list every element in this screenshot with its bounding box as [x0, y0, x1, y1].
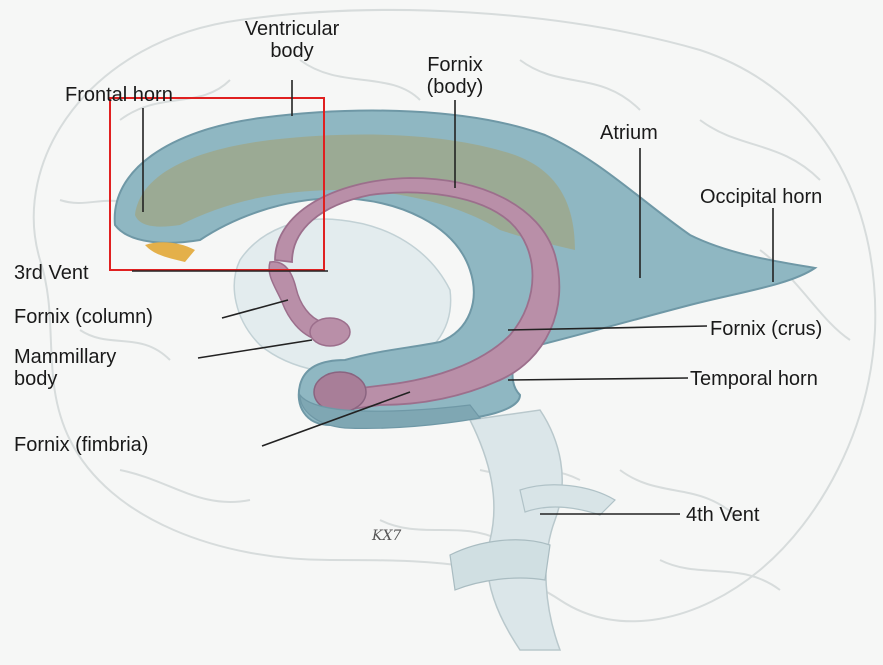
label-occipital-horn: Occipital horn [700, 186, 822, 208]
label-mammillary-line1: Mammillary [14, 346, 116, 368]
label-fornix-crus: Fornix (crus) [710, 318, 822, 340]
label-atrium: Atrium [600, 122, 658, 144]
leader-temporal-horn [508, 378, 688, 380]
mammillary-body [310, 318, 350, 346]
label-fornix-body: Fornix (body) [395, 54, 515, 98]
label-fornix-body-line2: (body) [395, 76, 515, 98]
caudate-accent [145, 242, 195, 262]
label-mammillary-body: Mammillary body [14, 346, 116, 390]
label-fourth-vent: 4th Vent [686, 504, 759, 526]
label-frontal-horn: Frontal horn [65, 84, 173, 106]
label-ventricular-body-line2: body [222, 40, 362, 62]
label-mammillary-line2: body [14, 368, 116, 390]
label-ventricular-body-line1: Ventricular [222, 18, 362, 40]
artist-signature: KX7 [372, 528, 401, 544]
label-temporal-horn: Temporal horn [690, 368, 818, 390]
label-fornix-body-line1: Fornix [395, 54, 515, 76]
label-ventricular-body: Ventricular body [222, 18, 362, 62]
label-fornix-column: Fornix (column) [14, 306, 153, 328]
label-fornix-fimbria: Fornix (fimbria) [14, 434, 148, 456]
label-third-vent: 3rd Vent [14, 262, 89, 284]
